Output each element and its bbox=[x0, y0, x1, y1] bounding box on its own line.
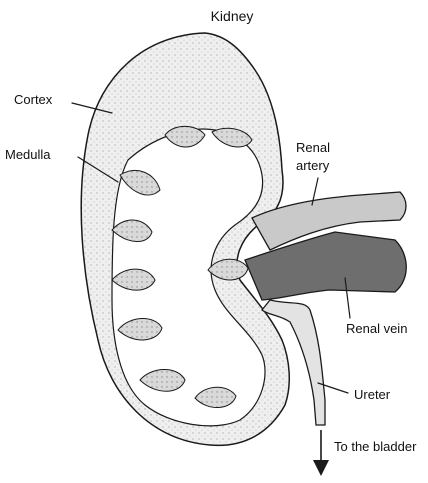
label-medulla: Medulla bbox=[5, 147, 51, 162]
label-ureter: Ureter bbox=[354, 387, 391, 402]
label-renal-vein: Renal vein bbox=[346, 321, 407, 336]
label-renal-artery-line2: artery bbox=[296, 158, 330, 173]
label-cortex: Cortex bbox=[14, 92, 53, 107]
label-renal-artery-line1: Renal bbox=[296, 140, 330, 155]
label-to-the-bladder: To the bladder bbox=[334, 439, 417, 454]
diagram-title: Kidney bbox=[211, 8, 254, 24]
